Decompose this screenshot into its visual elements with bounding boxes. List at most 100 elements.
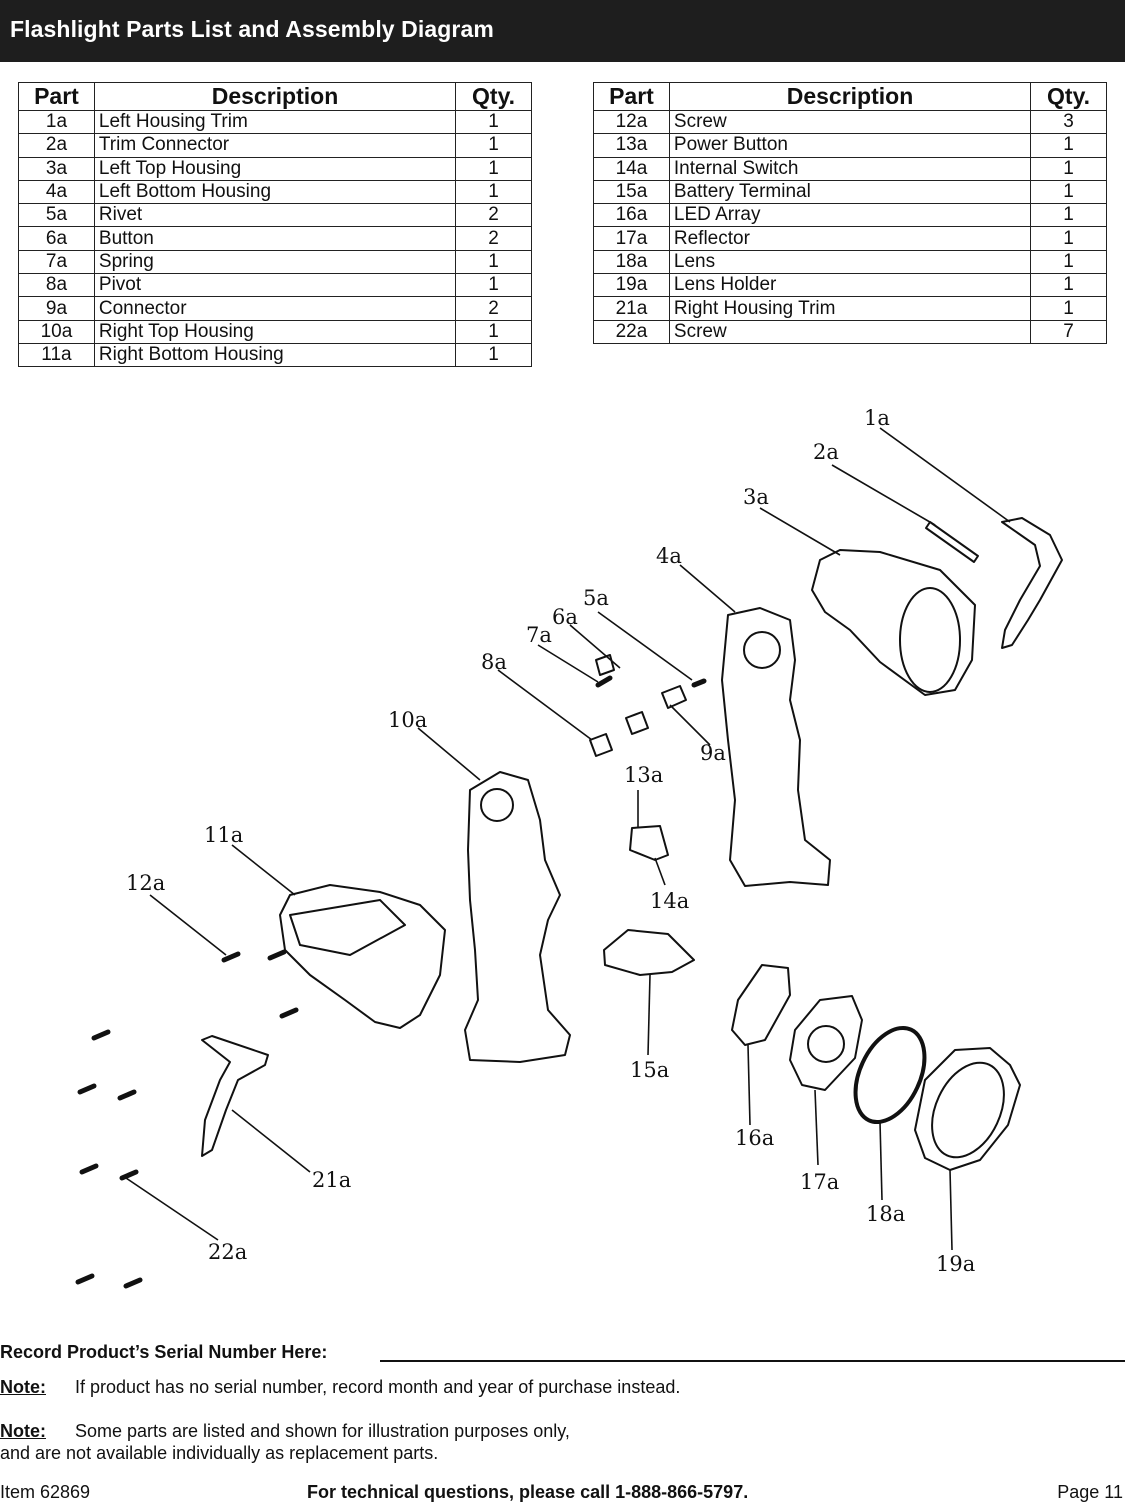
description-cell: Right Top Housing xyxy=(93,319,457,344)
header-description: Description xyxy=(93,82,457,111)
description-cell: Power Button xyxy=(668,133,1032,158)
table-header-row: Part Description Qty. xyxy=(593,82,1107,111)
note-text-continued: and are not available individually as re… xyxy=(0,1443,439,1463)
part-7a-drawing xyxy=(625,711,649,735)
part-number-cell: 11a xyxy=(18,342,95,368)
page-header: Flashlight Parts List and Assembly Diagr… xyxy=(0,0,1125,62)
part-number-cell: 1a xyxy=(18,109,95,135)
label-16a: 16a xyxy=(735,1126,774,1150)
part-17a-drawing xyxy=(789,995,863,1091)
description-cell: Left Bottom Housing xyxy=(93,179,457,205)
screws-group xyxy=(75,675,707,1289)
header-part: Part xyxy=(593,82,670,111)
part-19a-drawing xyxy=(914,1047,1021,1171)
part-1a-drawing xyxy=(1001,517,1063,649)
note-illustration: Note:Some parts are listed and shown for… xyxy=(0,1420,570,1464)
part-number-cell: 2a xyxy=(18,133,95,158)
part-4a-drawing xyxy=(721,607,831,887)
part-8a-drawing xyxy=(589,733,613,757)
part-number-cell: 10a xyxy=(18,319,95,344)
screw-22a-6 xyxy=(75,1273,95,1285)
qty-cell: 2 xyxy=(455,203,532,228)
header-qty: Qty. xyxy=(455,82,532,111)
part-13a-drawing xyxy=(629,825,669,861)
qty-cell: 7 xyxy=(1030,319,1107,344)
screw-22a-3 xyxy=(117,1089,137,1101)
qty-cell: 1 xyxy=(455,179,532,205)
label-19a: 19a xyxy=(936,1252,975,1276)
part-number-cell: 7a xyxy=(18,249,95,275)
part-number-cell: 22a xyxy=(593,319,670,344)
label-10a: 10a xyxy=(388,708,427,732)
serial-number-row: Record Product’s Serial Number Here: xyxy=(0,1342,1125,1364)
description-cell: Battery Terminal xyxy=(668,179,1032,205)
assembly-diagram: 1a 2a 3a 4a 5a 6a 7a 8a 9a 10a 11a 12a 1… xyxy=(75,406,1063,1289)
screw-12a-1 xyxy=(221,951,241,963)
description-cell: Internal Switch xyxy=(668,156,1032,181)
label-3a: 3a xyxy=(743,485,769,509)
qty-cell: 1 xyxy=(1030,203,1107,228)
note-text: If product has no serial number, record … xyxy=(75,1377,681,1397)
item-number: Item 62869 xyxy=(0,1482,91,1502)
note-label: Note: xyxy=(0,1377,46,1397)
part-number-cell: 13a xyxy=(593,133,670,158)
description-cell: Screw xyxy=(668,319,1032,344)
serial-number-label: Record Product’s Serial Number Here: xyxy=(0,1342,328,1362)
label-7a: 7a xyxy=(526,623,552,647)
qty-cell: 3 xyxy=(1030,109,1107,135)
label-1a: 1a xyxy=(864,406,890,430)
description-cell: Lens xyxy=(668,249,1032,275)
part-number-cell: 18a xyxy=(593,249,670,275)
qty-cell: 2 xyxy=(455,226,532,251)
description-cell: Right Bottom Housing xyxy=(93,342,457,368)
part-number-cell: 8a xyxy=(18,273,95,298)
part-number-cell: 14a xyxy=(593,156,670,181)
screw-12a-3 xyxy=(279,1007,299,1019)
header-qty: Qty. xyxy=(1030,82,1107,111)
screw-22a-1 xyxy=(91,1029,111,1041)
part-number-cell: 15a xyxy=(593,179,670,205)
label-2a: 2a xyxy=(813,440,839,464)
part-18a-drawing xyxy=(853,1025,927,1125)
qty-cell: 1 xyxy=(1030,296,1107,321)
qty-cell: 1 xyxy=(455,273,532,298)
table-header-row: Part Description Qty. xyxy=(18,82,532,111)
part-2a-drawing xyxy=(925,521,979,563)
page-title: Flashlight Parts List and Assembly Diagr… xyxy=(10,16,494,42)
description-cell: Button xyxy=(93,226,457,251)
label-14a: 14a xyxy=(650,889,689,913)
part-number-cell: 9a xyxy=(18,296,95,321)
label-13a: 13a xyxy=(624,763,663,787)
part-16a-drawing xyxy=(731,964,791,1046)
qty-cell: 1 xyxy=(1030,179,1107,205)
label-4a: 4a xyxy=(656,544,682,568)
part-11a-drawing xyxy=(279,884,446,1029)
screw-12a-2 xyxy=(267,949,287,961)
description-cell: Reflector xyxy=(668,226,1032,251)
description-cell: Trim Connector xyxy=(93,133,457,158)
description-cell: Pivot xyxy=(93,273,457,298)
serial-number-field[interactable] xyxy=(380,1360,1125,1362)
screw-22a-7 xyxy=(123,1277,143,1289)
part-number-cell: 17a xyxy=(593,226,670,251)
part-number-cell: 16a xyxy=(593,203,670,228)
qty-cell: 1 xyxy=(1030,273,1107,298)
page-number: Page 11 xyxy=(1057,1482,1123,1502)
qty-cell: 1 xyxy=(1030,226,1107,251)
description-cell: Connector xyxy=(93,296,457,321)
part-3a-drawing xyxy=(811,549,976,696)
part-number-cell: 6a xyxy=(18,226,95,251)
screw-22a-2 xyxy=(77,1083,97,1095)
description-cell: Lens Holder xyxy=(668,273,1032,298)
